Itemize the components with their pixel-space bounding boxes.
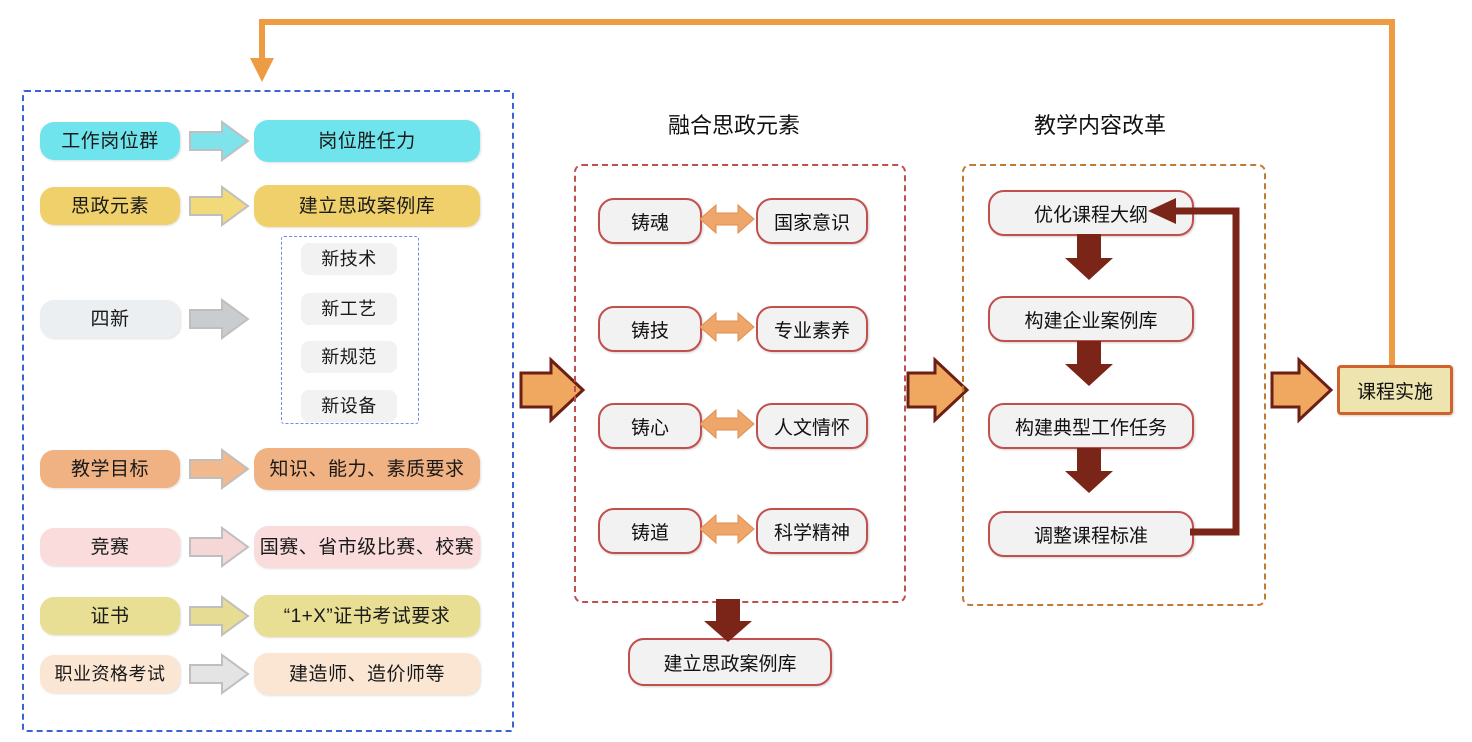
sixin-item-2[interactable]: 新规范 [301,341,397,373]
reform-step-3[interactable]: 调整课程标准 [988,511,1194,557]
source-pill-0[interactable]: 工作岗位群 [40,122,180,160]
reform-step-1[interactable]: 构建企业案例库 [988,296,1194,342]
source-pill-1[interactable]: 思政元素 [40,187,180,225]
reform-panel-border [962,164,1266,606]
source-pill-5[interactable]: 证书 [40,597,180,635]
left-panel-border [22,90,514,732]
target-pill-0[interactable]: 岗位胜任力 [254,120,480,162]
target-pill-1[interactable]: 建立思政案例库 [254,185,480,227]
fusion-left-3[interactable]: 铸道 [598,508,702,554]
fusion-right-3[interactable]: 科学精神 [756,508,868,554]
reform-title: 教学内容改革 [1034,113,1167,138]
fusion-title: 融合思政元素 [668,113,801,138]
target-pill-3[interactable]: 知识、能力、素质要求 [254,448,480,490]
fusion-output-node[interactable]: 建立思政案例库 [628,638,832,686]
connector-arrow-3 [1270,356,1334,424]
sixin-item-3[interactable]: 新设备 [301,390,397,422]
source-pill-4[interactable]: 竞赛 [40,528,180,566]
source-pill-2[interactable]: 四新 [40,300,180,338]
fusion-left-0[interactable]: 铸魂 [598,198,702,244]
connector-arrow-2 [906,356,970,424]
target-pill-6[interactable]: 建造师、造价师等 [254,653,480,695]
fusion-right-2[interactable]: 人文情怀 [756,403,868,449]
reform-step-2[interactable]: 构建典型工作任务 [988,403,1194,449]
fusion-right-0[interactable]: 国家意识 [756,198,868,244]
sixin-item-1[interactable]: 新工艺 [301,293,397,325]
fusion-left-2[interactable]: 铸心 [598,403,702,449]
reform-step-0[interactable]: 优化课程大纲 [988,190,1194,236]
target-pill-4[interactable]: 国赛、省市级比赛、校赛 [254,526,480,568]
sixin-subpanel-border [281,236,419,424]
fusion-left-1[interactable]: 铸技 [598,306,702,352]
source-pill-3[interactable]: 教学目标 [40,450,180,488]
implementation-box[interactable]: 课程实施 [1337,365,1453,415]
source-pill-6[interactable]: 职业资格考试 [40,655,180,693]
sixin-item-0[interactable]: 新技术 [301,243,397,275]
target-pill-5[interactable]: “1+X”证书考试要求 [254,595,480,637]
fusion-down-arrow [704,599,752,642]
fusion-right-1[interactable]: 专业素养 [756,306,868,352]
